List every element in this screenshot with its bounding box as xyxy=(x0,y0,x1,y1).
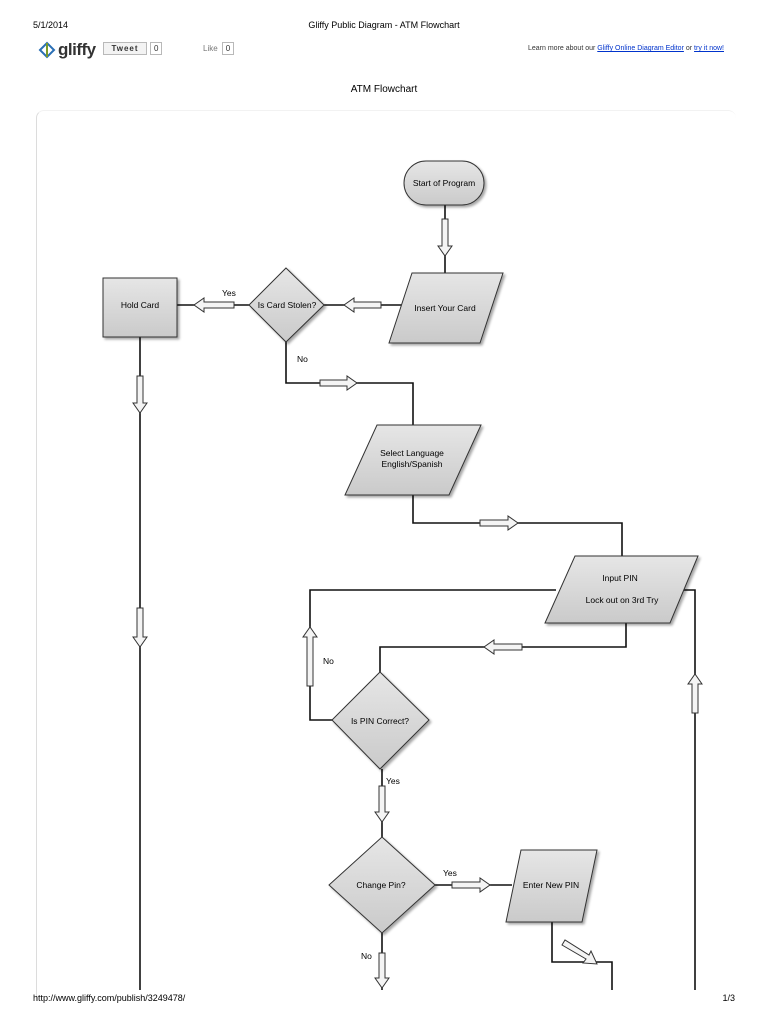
card-stolen-label: Is Card Stolen? xyxy=(258,300,317,310)
input-pin-parallelogram xyxy=(544,555,699,624)
logo-text: gliffy xyxy=(58,40,96,59)
flow-arrow-up-2 xyxy=(687,673,703,714)
like-widget[interactable]: Like 0 xyxy=(203,42,235,55)
edge-correct-retry xyxy=(309,589,556,721)
flow-arrow-down-5 xyxy=(374,952,390,989)
change-pin-decision xyxy=(328,836,436,934)
flow-arrow-down-2 xyxy=(132,375,148,414)
learn-or: or xyxy=(685,45,693,52)
flow-arrow-down-1 xyxy=(437,218,453,257)
diagram-frame xyxy=(36,110,736,1001)
flow-arrow-right-1 xyxy=(319,375,358,391)
select-language-label-2: English/Spanish xyxy=(382,459,443,469)
hold-card-label: Hold Card xyxy=(121,300,160,310)
edge-labels: Yes No No Yes Yes No xyxy=(222,288,457,961)
gliffy-logo[interactable]: gliffy xyxy=(38,40,96,60)
stolen-yes-label: Yes xyxy=(222,288,236,298)
flow-arrow-down-3 xyxy=(132,607,148,648)
learn-more-text: Learn more about our Gliffy Online Diagr… xyxy=(528,45,724,52)
enter-new-pin-label: Enter New PIN xyxy=(523,880,579,890)
select-language-parallelogram xyxy=(344,424,482,496)
pin-no-label: No xyxy=(323,656,334,666)
pin-correct-decision xyxy=(331,671,430,770)
card-stolen-decision xyxy=(248,267,325,343)
flow-arrow-diagonal xyxy=(561,939,598,965)
tweet-widget[interactable]: Tweet 0 xyxy=(103,42,163,55)
node-labels: Start of Program Insert Your Card Is Car… xyxy=(121,178,659,890)
tweet-button[interactable]: Tweet xyxy=(103,42,147,55)
flow-arrow-right-2 xyxy=(479,515,519,531)
print-url: http://www.gliffy.com/publish/3249478/ xyxy=(33,993,186,1003)
start-terminator xyxy=(403,160,485,206)
flow-arrow-left-2 xyxy=(193,297,235,313)
flow-arrow-down-4 xyxy=(374,785,390,823)
try-now-link[interactable]: try it now! xyxy=(694,45,724,52)
input-pin-label-1: Input PIN xyxy=(602,573,637,583)
stolen-no-label: No xyxy=(297,354,308,364)
print-page-title: Gliffy Public Diagram - ATM Flowchart xyxy=(308,20,460,30)
select-language-label-1: Select Language xyxy=(380,448,444,458)
edge-loop-up xyxy=(675,589,696,990)
like-count: 0 xyxy=(221,42,235,55)
enter-new-pin-parallelogram xyxy=(505,849,598,923)
edge-language-pin xyxy=(412,495,623,556)
print-page-number: 1/3 xyxy=(722,993,735,1003)
input-pin-label-2: Lock out on 3rd Try xyxy=(586,595,660,605)
like-button[interactable]: Like xyxy=(203,44,218,53)
flow-arrows xyxy=(132,218,703,989)
tweet-count: 0 xyxy=(150,42,163,55)
editor-link[interactable]: Gliffy Online Diagram Editor xyxy=(597,45,684,52)
flow-arrow-left-1 xyxy=(343,297,382,313)
flow-arrow-left-3 xyxy=(483,639,523,655)
flow-arrow-up-1 xyxy=(302,626,318,687)
flowchart-shapes[interactable] xyxy=(102,160,699,934)
flow-arrow-right-3 xyxy=(451,877,491,893)
insert-card-label: Insert Your Card xyxy=(414,303,476,313)
gliffy-logo-icon xyxy=(38,41,56,59)
change-yes-label: Yes xyxy=(443,868,457,878)
change-no-label: No xyxy=(361,951,372,961)
change-pin-label: Change Pin? xyxy=(356,880,405,890)
insert-card-parallelogram xyxy=(388,272,504,344)
edge-newpin-down xyxy=(551,922,613,990)
hold-card-process xyxy=(102,277,178,338)
pin-correct-label: Is PIN Correct? xyxy=(351,716,409,726)
start-label: Start of Program xyxy=(413,178,475,188)
print-date: 5/1/2014 xyxy=(33,20,69,30)
diagram-title: ATM Flowchart xyxy=(350,84,418,95)
pin-yes-label: Yes xyxy=(386,776,400,786)
learn-prefix: Learn more about our xyxy=(528,45,596,52)
